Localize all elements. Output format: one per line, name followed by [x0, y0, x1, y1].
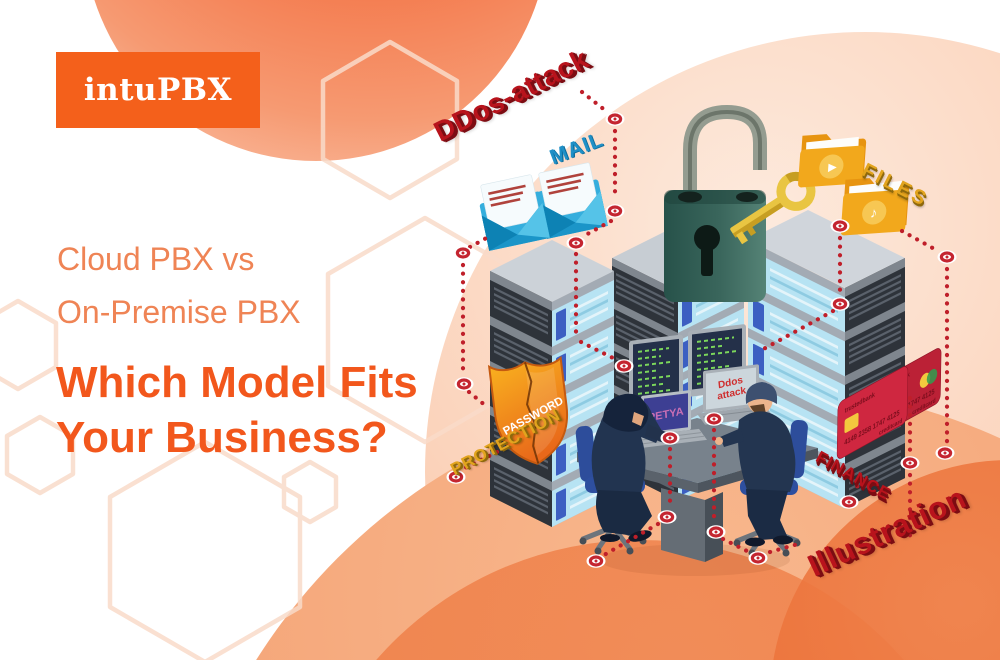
title-line2: Your Business? — [56, 413, 388, 462]
page-title: Which Model Fits Your Business? — [56, 355, 418, 465]
kicker: Cloud PBX vs On-Premise PBX — [57, 233, 301, 339]
folder-video: ▶ — [798, 134, 867, 188]
email-envelope-front — [479, 174, 550, 251]
kicker-line1: Cloud PBX vs — [57, 241, 255, 277]
play-icon: ▶ — [828, 161, 838, 174]
title-line1: Which Model Fits — [56, 358, 418, 407]
credit-card-front: trustedbank 4149 2358 1747 4125 creditca… — [836, 366, 909, 459]
monitor-left — [629, 334, 683, 419]
music-note-icon: ♪ — [870, 204, 878, 220]
email-envelope-back — [537, 162, 608, 239]
padlock-icon — [664, 104, 767, 302]
logo-text: intuPBX — [83, 72, 233, 108]
password-shield: PASSWORD — [487, 355, 569, 465]
dotted-lines — [460, 89, 950, 558]
kicker-line2: On-Premise PBX — [57, 294, 301, 330]
hacker-left — [591, 393, 672, 542]
folder-music: ♪ — [840, 178, 910, 236]
mail-letter — [538, 162, 599, 219]
mail-letter — [480, 174, 541, 231]
logo: intuPBX — [56, 52, 260, 128]
hacker-right — [715, 382, 796, 547]
